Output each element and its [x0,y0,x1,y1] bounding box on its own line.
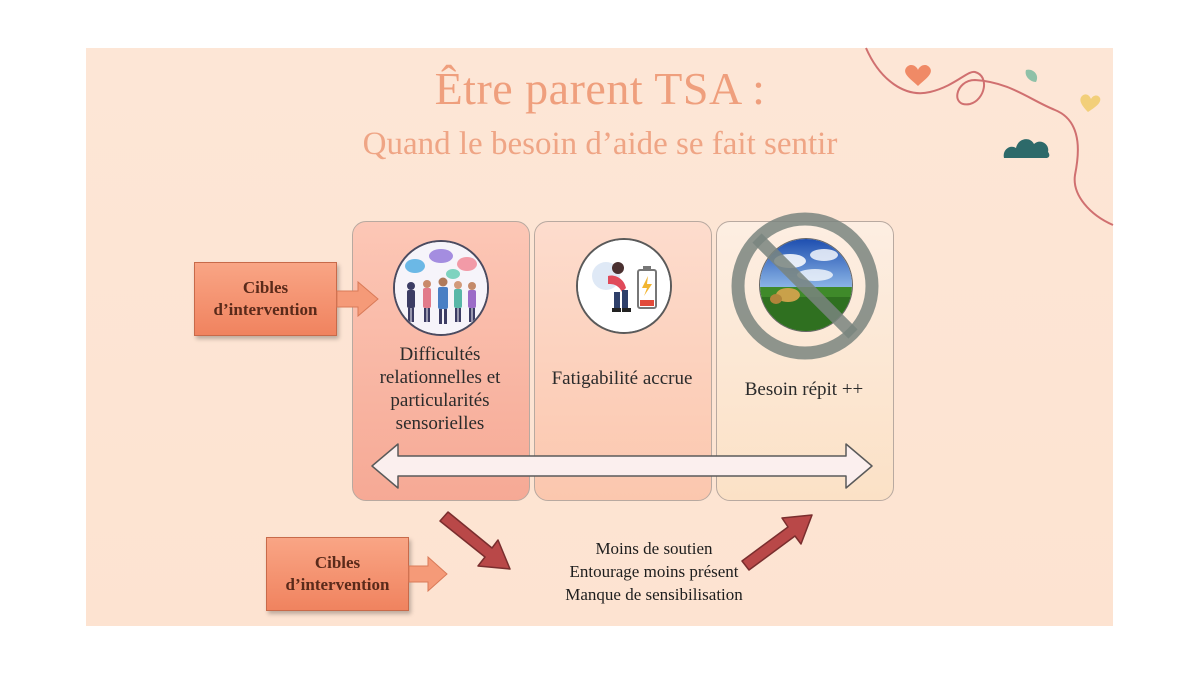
cible-intervention-bottom: Cibles d’intervention [266,537,409,611]
cible-bottom-line1: Cibles [314,553,361,572]
tired-person-battery-icon [576,238,672,334]
people-talking-icon [393,240,489,336]
cible-top-line2: d’intervention [213,300,318,319]
panel-fatigue-label: Fatigabilité accrue [551,368,693,389]
bottom-list-item: Entourage moins présent [569,562,739,581]
cible-intervention-top: Cibles d’intervention [194,262,337,336]
slide-title: Être parent TSA : [434,63,766,114]
cible-bottom-line2: d’intervention [285,575,390,594]
cible-top-line1: Cibles [242,278,289,297]
bottom-list: Moins de soutien Entourage moins présent… [510,537,798,606]
bottom-list-item: Moins de soutien [595,539,713,558]
bottom-list-item: Manque de sensibilisation [565,585,743,604]
panel-relational-label: Difficultés relationnelles et particular… [379,344,501,434]
slide-subtitle: Quand le besoin d’aide se fait sentir [362,126,838,162]
panel-respite-label: Besoin répit ++ [744,379,864,400]
